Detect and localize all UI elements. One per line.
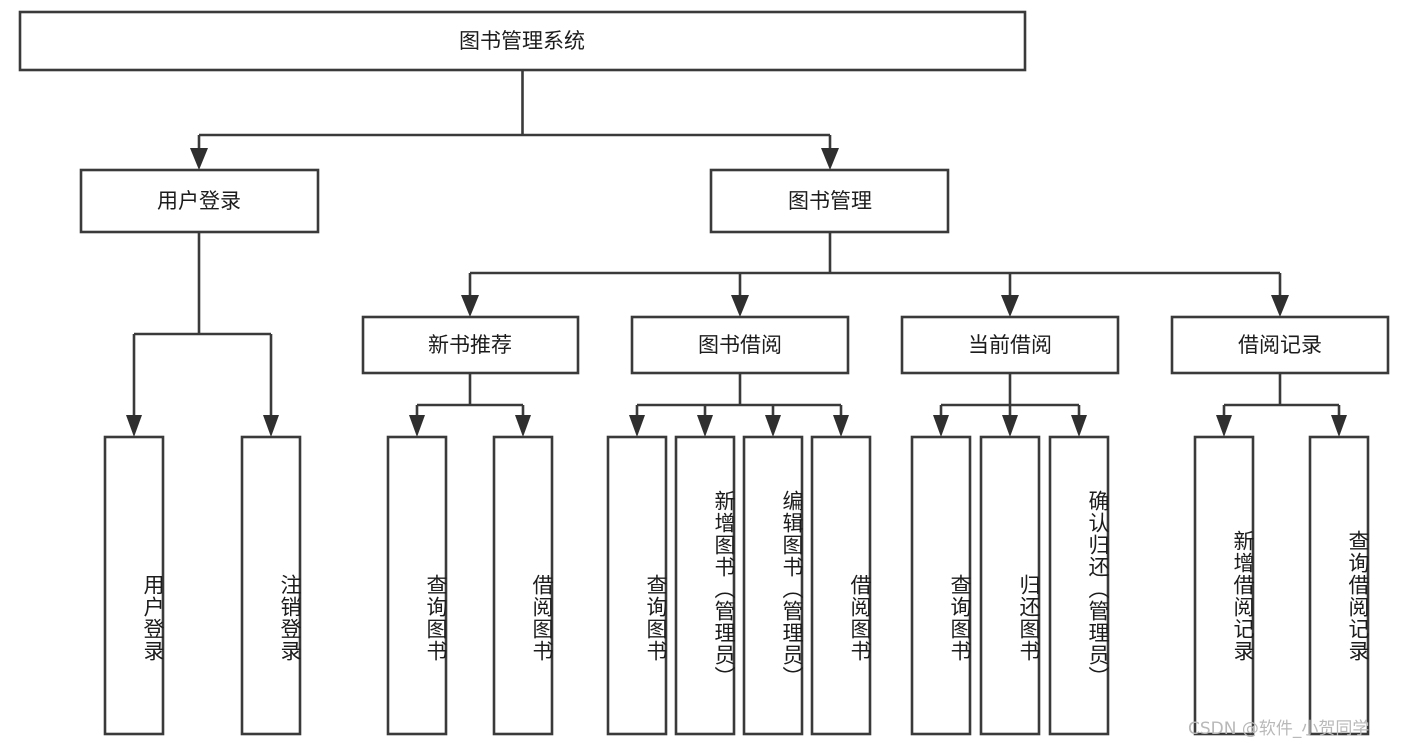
leaf-box-borrow-book-1[interactable] (492, 435, 554, 736)
connector-user-login-to-leaves (126, 232, 279, 437)
connector-new-book-rec-to-leaves (409, 373, 531, 437)
leaf-box-confirm-return[interactable] (1048, 435, 1110, 736)
leaf-box-query-book-3[interactable] (910, 435, 972, 736)
connector-current-borrow-to-leaves (933, 373, 1087, 437)
leaf-box-query-book-2[interactable] (606, 435, 668, 736)
node-root[interactable]: 图书管理系统 (18, 10, 1027, 72)
leaf-box-user-logout[interactable] (240, 435, 302, 736)
arrow-head-user-login (190, 148, 208, 170)
node-book-manage[interactable]: 图书管理 (709, 168, 950, 234)
node-user-login[interactable]: 用户登录 (79, 168, 320, 234)
leaf-box-query-book-1[interactable] (386, 435, 448, 736)
leaf-box-query-record[interactable] (1308, 435, 1370, 736)
leaf-box-borrow-book-2[interactable] (810, 435, 872, 736)
node-new-book-rec[interactable]: 新书推荐 (361, 315, 580, 375)
leaf-box-add-record[interactable] (1193, 435, 1255, 736)
node-borrow-record[interactable]: 借阅记录 (1170, 315, 1390, 375)
node-current-borrow[interactable]: 当前借阅 (900, 315, 1120, 375)
connector-borrow-record-to-leaves (1216, 373, 1347, 437)
leaf-box-add-book[interactable] (674, 435, 736, 736)
connector-root-to-level2 (190, 70, 839, 170)
leaf-box-user-login[interactable] (103, 435, 165, 736)
node-borrow-record-label: 借阅记录 (1238, 333, 1322, 357)
node-book-manage-label: 图书管理 (788, 189, 872, 213)
connector-book-manage-to-level3 (461, 232, 1289, 317)
node-root-label: 图书管理系统 (459, 29, 585, 53)
node-book-borrow[interactable]: 图书借阅 (630, 315, 850, 375)
leaf-box-edit-book[interactable] (742, 435, 804, 736)
arrow-head-book-manage (821, 148, 839, 170)
connector-book-borrow-to-leaves (629, 373, 849, 437)
csdn-watermark: CSDN @软件_小贺同学 (1188, 719, 1370, 739)
leaf-box-return-book[interactable] (979, 435, 1041, 736)
node-new-book-rec-label: 新书推荐 (428, 333, 512, 357)
node-user-login-label: 用户登录 (157, 189, 241, 213)
node-book-borrow-label: 图书借阅 (698, 333, 782, 357)
node-current-borrow-label: 当前借阅 (968, 333, 1052, 357)
